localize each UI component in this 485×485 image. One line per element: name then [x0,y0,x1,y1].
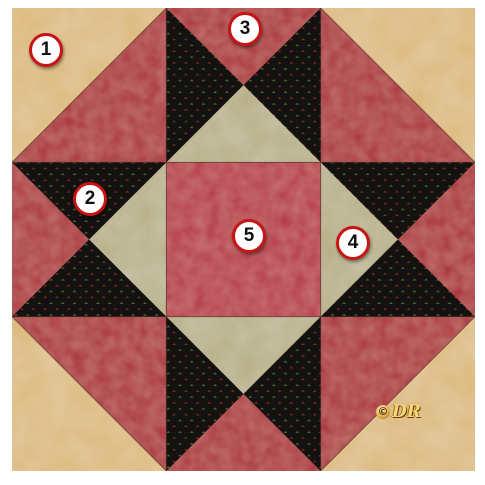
copyright-icon: © [376,405,390,419]
patch-marker-2: 2 [73,182,107,216]
copyright-watermark: © DR [376,402,421,422]
patch-marker-4: 4 [336,226,370,260]
bottom-star-unit [166,317,320,471]
patch-marker-1: 1 [29,33,63,67]
patch-marker-5: 5 [232,219,266,253]
patch-marker-3: 3 [228,12,262,46]
artist-initials: DR [392,402,421,422]
